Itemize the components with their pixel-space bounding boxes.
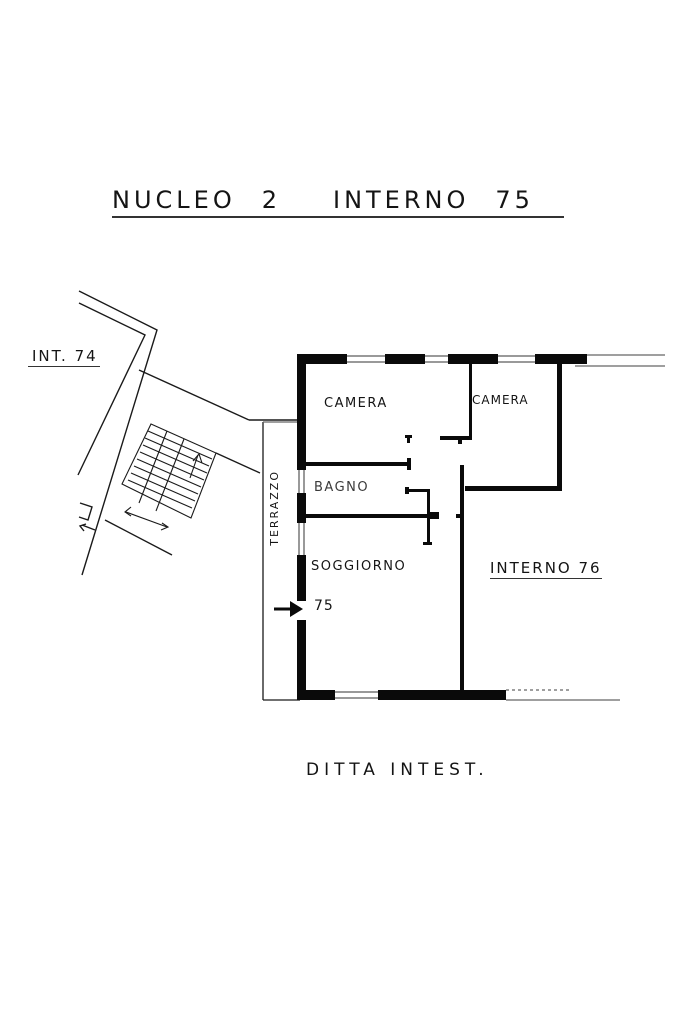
interno-label: INTERNO (332, 186, 470, 214)
owner-footer: DITTA INTEST. (306, 760, 489, 780)
entrance-label: 75 (314, 598, 334, 614)
neighbor-int74-walls (77, 290, 299, 576)
interno-number: 75 (495, 186, 534, 214)
room-label-soggiorno: SOGGIORNO (311, 559, 407, 574)
nucleo-number: 2 (261, 186, 281, 214)
room-label-bagno: BAGNO (314, 480, 370, 495)
staircase (121, 423, 217, 531)
neighbor-int76-lines (263, 354, 665, 701)
nucleo-label: NUCLEO (112, 186, 236, 214)
room-label-camera-1: CAMERA (324, 396, 388, 411)
neighbor-label-int74: INT. 74 (28, 347, 100, 367)
apartment-walls (297, 354, 587, 700)
arrow-right-icon (274, 601, 303, 617)
room-label-camera-2: CAMERA (472, 393, 529, 407)
neighbor-label-int76: INTERNO 76 (490, 559, 602, 579)
plan-title: NUCLEO 2 INTERNO 75 (112, 186, 564, 218)
windows (298, 355, 535, 699)
room-label-terrazzo: TERRAZZO (268, 470, 281, 546)
terrazzo-outline (262, 422, 300, 701)
